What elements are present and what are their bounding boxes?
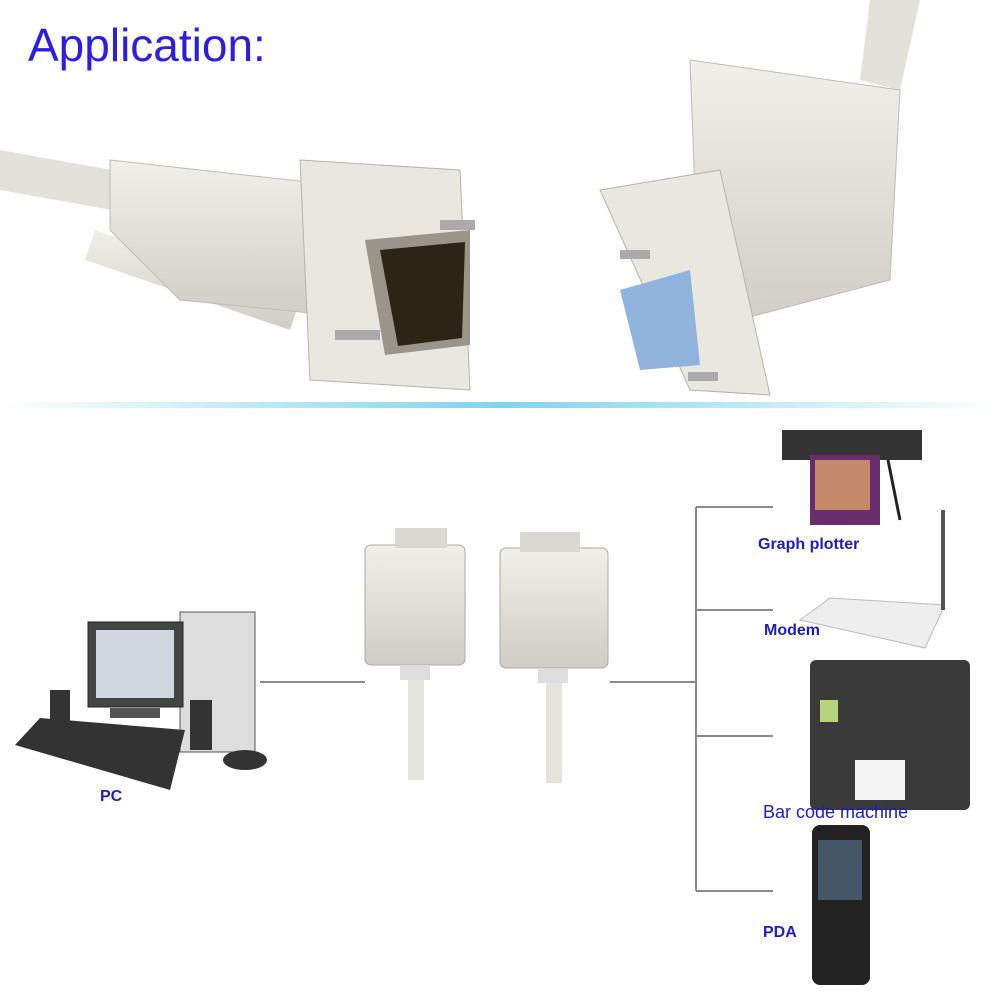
label-pda: PDA	[763, 924, 797, 941]
pda-image	[812, 825, 870, 985]
label-bar-code-machine: Bar code machine	[763, 802, 909, 822]
connection-lines	[260, 506, 773, 892]
label-pc: PC	[100, 788, 123, 805]
label-graph-plotter: Graph plotter	[758, 536, 860, 553]
barcode-printer-image	[810, 660, 970, 810]
divider-glow	[0, 402, 1001, 408]
page-title: Application:	[28, 19, 266, 71]
db9-cable-female-end	[364, 528, 466, 780]
female-db9-connector-photo	[599, 0, 920, 396]
male-db9-connector-photo	[0, 150, 475, 391]
modem-image	[798, 510, 946, 649]
label-modem: Modem	[764, 622, 820, 639]
pc-image	[15, 611, 267, 790]
db9-cable-male-end	[499, 532, 609, 783]
plotter-image	[782, 430, 922, 525]
